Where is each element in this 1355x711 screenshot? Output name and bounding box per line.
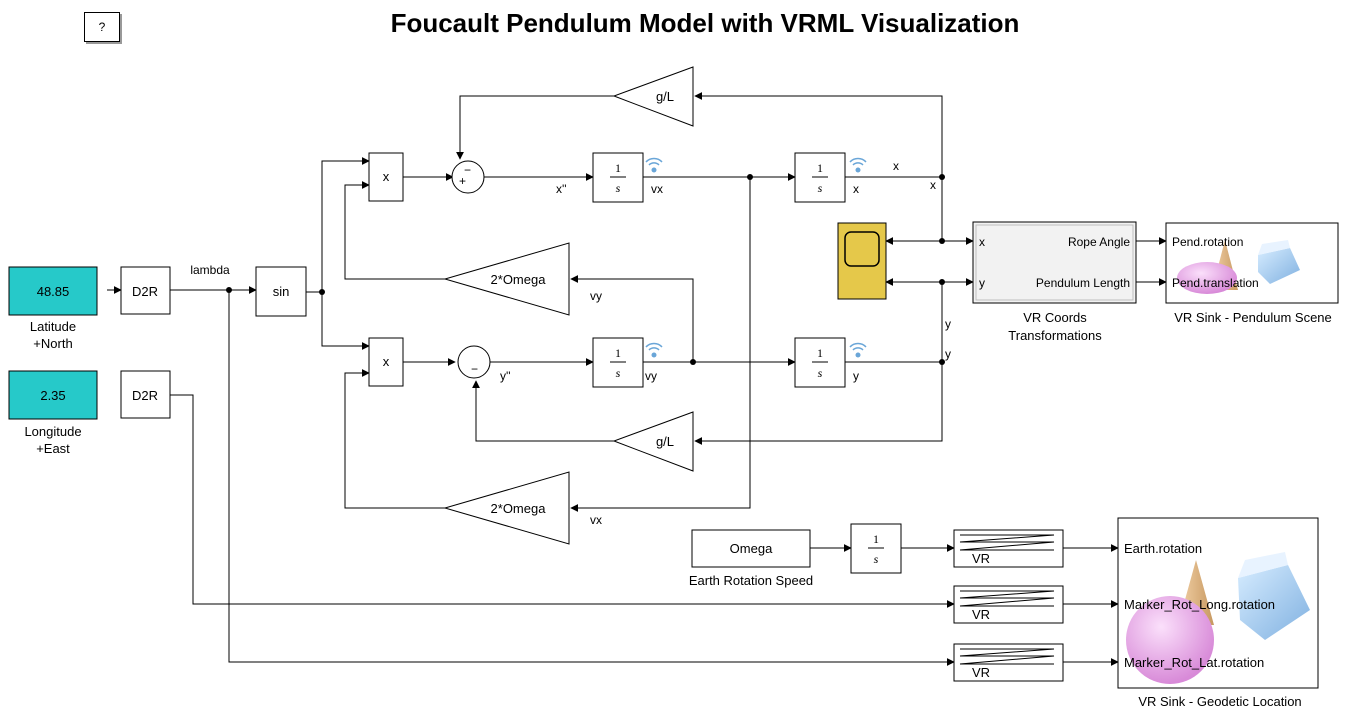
help-button[interactable]: ? (84, 12, 120, 42)
scope-screen-icon (844, 231, 880, 267)
vr-signal-expander-2[interactable]: VR (953, 585, 1064, 624)
integrator-denominator: s (616, 366, 621, 380)
signal-label-xdd: x'' (556, 182, 567, 196)
vr-block-label: VR (972, 665, 990, 680)
omega-constant-block[interactable]: Omega (691, 529, 811, 568)
signal-label-lambda: lambda (190, 263, 230, 277)
integrator-denominator: s (616, 181, 621, 195)
port-label-marker-rot-lat: Marker_Rot_Lat.rotation (1124, 655, 1264, 670)
gain-label: g/L (656, 89, 674, 104)
sin-block[interactable]: sin (255, 266, 307, 317)
gain-block-omega-top[interactable]: 2*Omega (443, 242, 570, 316)
d2r-block-latitude[interactable]: D2R (120, 266, 171, 315)
vr-scene-icon (1177, 240, 1300, 294)
d2r-label: D2R (132, 388, 158, 403)
latitude-constant-block[interactable]: 48.85 (8, 266, 98, 316)
integrator-vx[interactable]: 1 s (592, 152, 644, 203)
vr-coords-label: VR Coords (1023, 310, 1087, 325)
port-label-pendulum-length: Pendulum Length (1036, 276, 1130, 290)
vr-block-label: VR (972, 607, 990, 622)
vr-sink-geodetic-location-block[interactable]: Earth.rotation Marker_Rot_Long.rotation … (1117, 517, 1319, 689)
vr-scene-icon (1126, 552, 1310, 684)
signal-label-vx: vx (590, 513, 602, 527)
vr-expander-icon (959, 590, 1055, 607)
gain-block-gl-top[interactable]: g/L (612, 66, 694, 127)
omega-label: Omega (730, 541, 773, 556)
port-label-earth-rotation: Earth.rotation (1124, 541, 1202, 556)
integrator-y[interactable]: 1 s (794, 337, 846, 388)
vr-sink-geodetic-label: VR Sink - Geodetic Location (1138, 694, 1301, 709)
integrator-denominator: s (818, 181, 823, 195)
port-label-marker-rot-long: Marker_Rot_Long.rotation (1124, 597, 1275, 612)
latitude-label: Latitude (30, 319, 76, 334)
signal-label-y: y (945, 347, 951, 361)
port-label-x: x (979, 235, 985, 249)
signal-logging-icon[interactable] (849, 342, 867, 358)
product-block-bottom[interactable]: x (368, 337, 404, 387)
gain-label: g/L (656, 434, 674, 449)
page-title: Foucault Pendulum Model with VRML Visual… (390, 8, 1020, 38)
sum-block-top[interactable]: + − (451, 160, 485, 194)
earth-rotation-speed-label: Earth Rotation Speed (689, 573, 813, 588)
signal-logging-icon[interactable] (645, 157, 663, 173)
vr-sink-pendulum-scene-block[interactable]: Pend.rotation Pend.translation (1165, 222, 1339, 304)
vr-coords-label-sub: Transformations (1008, 328, 1102, 343)
product-block-top[interactable]: x (368, 152, 404, 202)
signal-label-ydd: y'' (500, 369, 511, 383)
sum-plus-sign: + (459, 174, 466, 188)
integrator-numerator: 1 (817, 346, 823, 360)
signal-label-vy: vy (590, 289, 602, 303)
integrator-numerator: 1 (817, 161, 823, 175)
signal-label-y: y (853, 369, 859, 383)
integrator-numerator: 1 (615, 346, 621, 360)
vr-expander-icon (959, 648, 1055, 665)
longitude-constant-block[interactable]: 2.35 (8, 370, 98, 420)
vr-signal-expander-1[interactable]: VR (953, 529, 1064, 568)
signal-logging-icon[interactable] (645, 342, 663, 358)
integrator-vy[interactable]: 1 s (592, 337, 644, 388)
port-label-y: y (979, 276, 985, 290)
integrator-omega[interactable]: 1 s (850, 523, 902, 574)
vr-sink-pendulum-label: VR Sink - Pendulum Scene (1174, 310, 1332, 325)
integrator-denominator: s (874, 552, 879, 566)
gain-label: 2*Omega (491, 501, 547, 516)
gain-label: 2*Omega (491, 272, 547, 287)
signal-label-x: x (893, 159, 899, 173)
vr-coords-transformations-block[interactable]: x y Rope Angle Pendulum Length (972, 221, 1137, 304)
longitude-label: Longitude (24, 424, 81, 439)
longitude-value: 2.35 (40, 388, 65, 403)
signal-label-vy: vy (645, 369, 657, 383)
signal-label-y: y (945, 317, 951, 331)
vr-block-label: VR (972, 551, 990, 566)
d2r-label: D2R (132, 284, 158, 299)
gain-block-omega-bottom[interactable]: 2*Omega (443, 471, 570, 545)
longitude-label-sub: +East (36, 441, 70, 456)
port-label-pend-rotation: Pend.rotation (1172, 235, 1243, 249)
sum-minus-sign: − (464, 163, 471, 177)
latitude-value: 48.85 (37, 284, 70, 299)
signal-label-x: x (853, 182, 859, 196)
port-label-rope-angle: Rope Angle (1068, 235, 1130, 249)
integrator-denominator: s (818, 366, 823, 380)
vr-expander-icon (959, 534, 1055, 551)
xy-scope-block[interactable] (837, 222, 887, 300)
vr-signal-expander-3[interactable]: VR (953, 643, 1064, 682)
integrator-x[interactable]: 1 s (794, 152, 846, 203)
product-label: x (383, 169, 390, 184)
sin-label: sin (273, 284, 290, 299)
sum-minus-sign: − (471, 362, 478, 376)
product-label: x (383, 354, 390, 369)
signal-label-x: x (930, 178, 936, 192)
gain-block-gl-bottom[interactable]: g/L (612, 411, 694, 472)
signal-label-vx: vx (651, 182, 663, 196)
d2r-block-longitude[interactable]: D2R (120, 370, 171, 419)
port-label-pend-translation: Pend.translation (1172, 276, 1259, 290)
integrator-numerator: 1 (873, 532, 879, 546)
signal-logging-icon[interactable] (849, 157, 867, 173)
latitude-label-sub: +North (33, 336, 72, 351)
integrator-numerator: 1 (615, 161, 621, 175)
sum-block-bottom[interactable]: − (457, 345, 491, 379)
